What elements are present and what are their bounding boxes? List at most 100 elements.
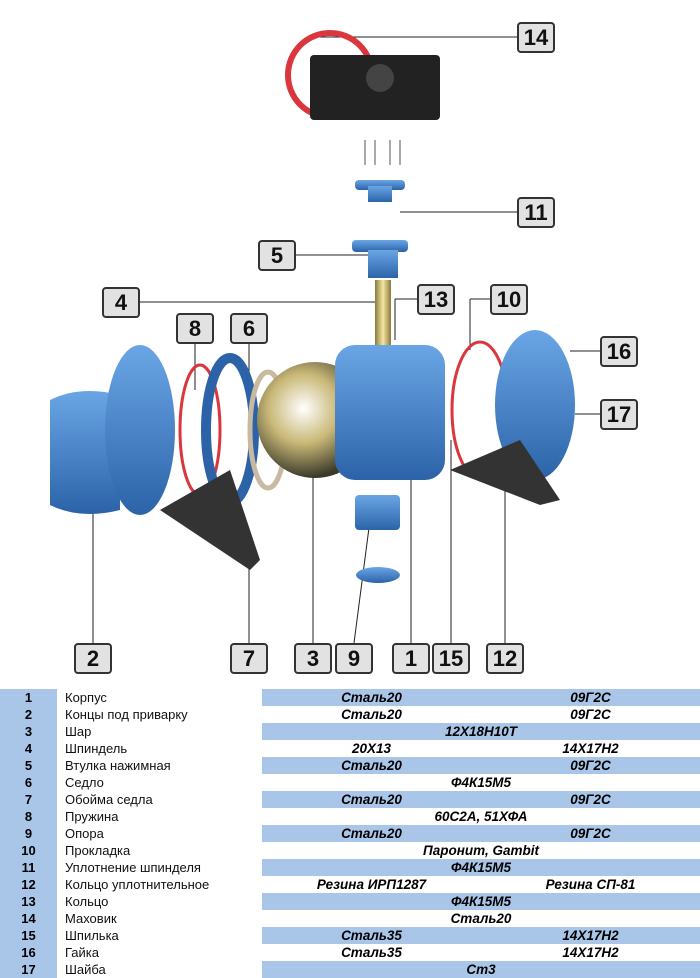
part-number: 16 — [0, 944, 57, 961]
part-number: 2 — [0, 706, 57, 723]
callout-5: 5 — [258, 240, 296, 271]
material-value: 09Г2С — [570, 758, 611, 773]
table-row: 14 Маховик Сталь20 — [0, 910, 700, 927]
table-row: 2 Концы под приварку Сталь20 09Г2С — [0, 706, 700, 723]
callout-11: 11 — [517, 197, 555, 228]
part-name: Уплотнение шпинделя — [65, 860, 201, 875]
part-materials: Ф4К15М5 — [262, 774, 700, 791]
part-number: 10 — [0, 842, 57, 859]
part-number: 17 — [0, 961, 57, 978]
material-value: Ф4К15М5 — [450, 894, 512, 909]
part-materials: 60С2А, 51ХФА — [262, 808, 700, 825]
support-right — [450, 440, 560, 505]
material-value: Ф4К15М5 — [450, 860, 512, 875]
material-value: Резина ИРП1287 — [316, 877, 427, 892]
part-name: Опора — [65, 826, 104, 841]
bottom-support — [355, 495, 400, 583]
table-row: 17 Шайба Ст3 — [0, 961, 700, 978]
part-number: 14 — [0, 910, 57, 927]
callout-4: 4 — [102, 287, 140, 318]
part-name: Маховик — [65, 911, 117, 926]
part-materials: Сталь20 09Г2С — [262, 825, 700, 842]
part-name: Шар — [65, 724, 92, 739]
part-number: 7 — [0, 791, 57, 808]
part-materials: Ф4К15М5 — [262, 859, 700, 876]
table-row: 10 Прокладка Паронит, Gambit — [0, 842, 700, 859]
part-materials: Сталь20 09Г2С — [262, 757, 700, 774]
material-value: 09Г2С — [570, 707, 611, 722]
material-value: Сталь20 — [341, 758, 402, 773]
part-number: 6 — [0, 774, 57, 791]
material-value: Сталь35 — [341, 928, 402, 943]
material-value: 09Г2С — [570, 690, 611, 705]
callout-9: 9 — [335, 643, 373, 674]
part-name: Кольцо уплотнительное — [65, 877, 210, 892]
part-name: Гайка — [65, 945, 100, 960]
table-row: 12 Кольцо уплотнительное Резина ИРП1287 Р… — [0, 876, 700, 893]
table-row: 13 Кольцо Ф4К15М5 — [0, 893, 700, 910]
part-name: Обойма седла — [65, 792, 153, 807]
part-number: 3 — [0, 723, 57, 740]
part-materials: Паронит, Gambit — [262, 842, 700, 859]
material-value: 14Х17Н2 — [562, 928, 619, 943]
callout-16: 16 — [600, 336, 638, 367]
part-number: 5 — [0, 757, 57, 774]
part-materials: Сталь20 09Г2С — [262, 791, 700, 808]
material-value: 09Г2С — [570, 826, 611, 841]
material-value: Сталь20 — [341, 792, 402, 807]
material-value: 14Х17Н2 — [562, 945, 619, 960]
part-number: 1 — [0, 689, 57, 706]
material-value: Сталь20 — [450, 911, 512, 926]
part-name: Прокладка — [65, 843, 131, 858]
part-name: Седло — [65, 775, 104, 790]
callout-13: 13 — [417, 284, 455, 315]
callout-12: 12 — [486, 643, 524, 674]
material-value: 60С2А, 51ХФА — [434, 809, 528, 824]
welding-end — [50, 345, 175, 515]
part-name: Концы под приварку — [65, 707, 188, 722]
callout-3: 3 — [294, 643, 332, 674]
spindle-seal — [352, 180, 408, 278]
callout-8: 8 — [176, 313, 214, 344]
callout-1: 1 — [392, 643, 430, 674]
part-number: 4 — [0, 740, 57, 757]
material-value: Сталь20 — [341, 707, 402, 722]
material-value: 12Х18Н10Т — [444, 724, 518, 739]
spindle — [375, 280, 391, 350]
body — [335, 345, 445, 480]
part-name: Корпус — [65, 690, 107, 705]
support-left — [160, 470, 260, 570]
material-value: Резина СП-81 — [545, 877, 636, 892]
part-name: Шпилька — [65, 928, 119, 943]
table-row: 11 Уплотнение шпинделя Ф4К15М5 — [0, 859, 700, 876]
table-row: 6 Седло Ф4К15М5 — [0, 774, 700, 791]
part-materials: Сталь20 — [262, 910, 700, 927]
part-number: 12 — [0, 876, 57, 893]
part-name: Кольцо — [65, 894, 109, 909]
callout-17: 17 — [600, 399, 638, 430]
bolts-top — [364, 140, 401, 165]
material-value: 20Х13 — [351, 741, 392, 756]
exploded-valve-illustration — [50, 30, 600, 644]
part-materials: 12Х18Н10Т — [262, 723, 700, 740]
table-row: 3 Шар 12Х18Н10Т — [0, 723, 700, 740]
material-value: Ф4К15М5 — [450, 775, 512, 790]
part-number: 8 — [0, 808, 57, 825]
material-value: 09Г2С — [570, 792, 611, 807]
part-name: Шпиндель — [65, 741, 128, 756]
part-name: Шайба — [65, 962, 106, 977]
part-number: 11 — [0, 859, 57, 876]
material-value: Сталь20 — [341, 826, 402, 841]
callout-7: 7 — [230, 643, 268, 674]
callout-6: 6 — [230, 313, 268, 344]
